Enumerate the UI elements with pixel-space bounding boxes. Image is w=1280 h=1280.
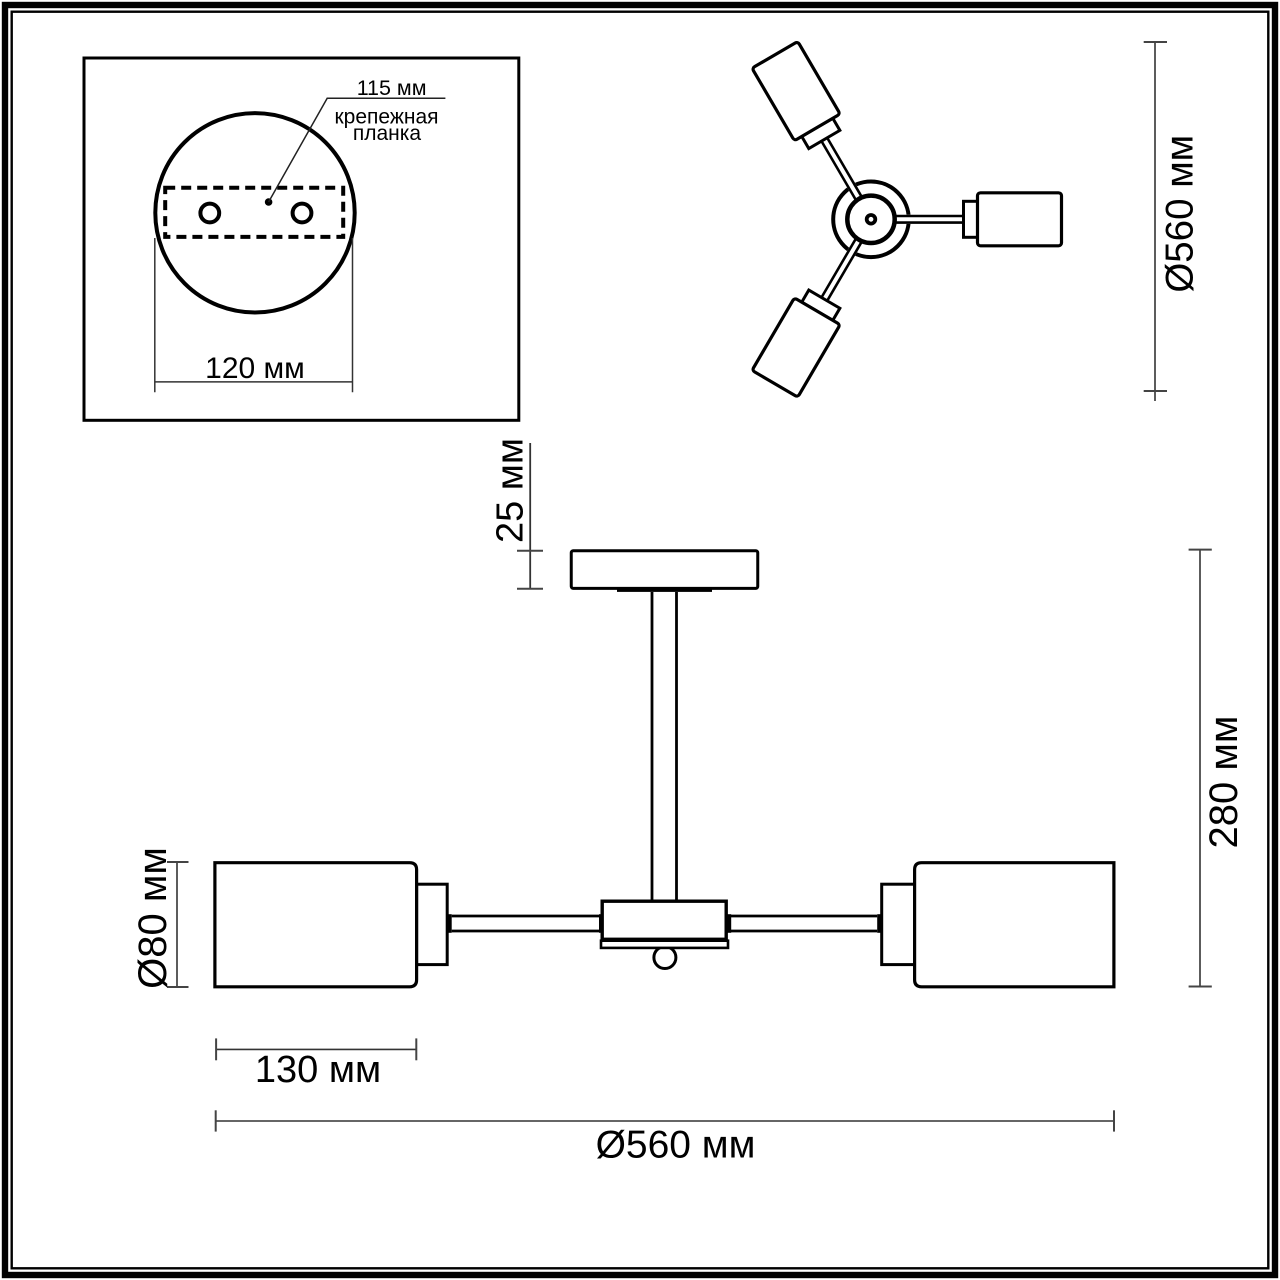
svg-text:115 мм: 115 мм — [357, 76, 427, 100]
svg-text:Ø560 мм: Ø560 мм — [1159, 135, 1202, 293]
svg-text:Ø80 мм: Ø80 мм — [131, 847, 175, 989]
svg-text:25 мм: 25 мм — [490, 438, 532, 543]
svg-text:Ø560 мм: Ø560 мм — [596, 1124, 756, 1167]
svg-text:130 мм: 130 мм — [255, 1049, 381, 1091]
svg-text:крепежная: крепежная — [334, 106, 438, 129]
svg-text:планка: планка — [353, 122, 422, 145]
svg-text:120 мм: 120 мм — [205, 352, 305, 385]
svg-text:280 мм: 280 мм — [1202, 716, 1246, 849]
